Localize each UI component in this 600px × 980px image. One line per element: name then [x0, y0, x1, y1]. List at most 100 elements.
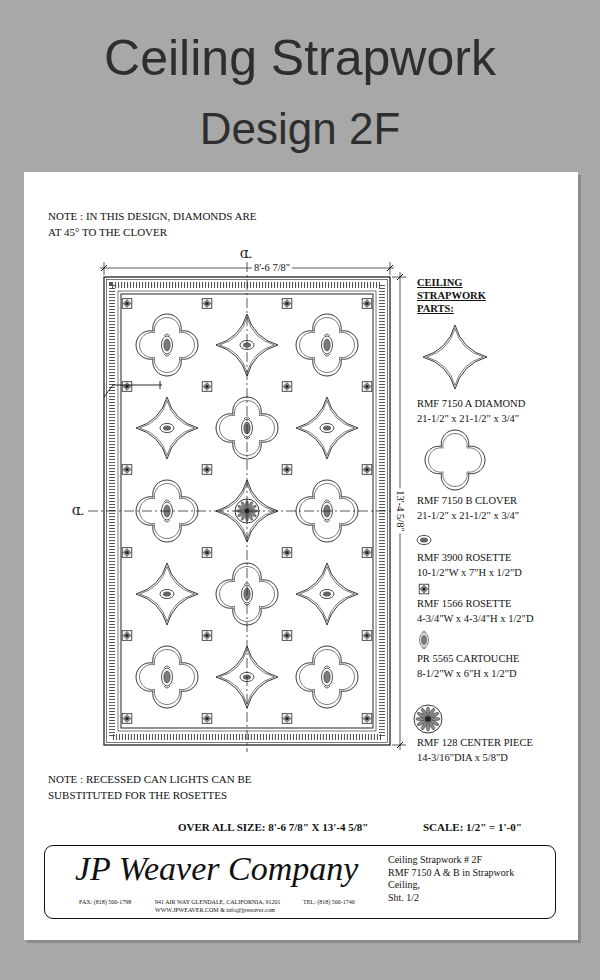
- diamond-inner-line: [140, 401, 195, 456]
- diamond-inner-line: [300, 567, 355, 622]
- rosette-dot: [422, 587, 425, 590]
- rosette-square: [362, 631, 372, 641]
- part-name: RMF 7150 B CLOVER: [417, 495, 517, 508]
- rosette-petal: [123, 714, 131, 722]
- length-dimension: 13'-4 5/8": [394, 488, 407, 533]
- rosette-rim: [320, 423, 334, 432]
- rosette-square: [362, 548, 372, 558]
- paper-sheet: [24, 172, 578, 940]
- overall-size: OVER ALL SIZE: 8'-6 7/8" X 13'-4 5/8": [178, 821, 368, 834]
- rosette-square: [122, 631, 132, 641]
- cartouche-rim: [322, 336, 333, 354]
- square-rosette: [122, 465, 132, 475]
- rosette-petal: [283, 548, 291, 556]
- square-rosette: [202, 631, 212, 641]
- rosette-center: [323, 425, 331, 430]
- rosette-center: [323, 591, 331, 596]
- rosette-dot: [205, 385, 208, 388]
- square-rosette: [362, 382, 372, 392]
- clover-panel: [296, 646, 358, 708]
- clover-inner-line: [300, 318, 355, 373]
- square-rosette: [282, 465, 292, 475]
- clover-part-icon: [425, 430, 485, 490]
- square-rosette: [282, 548, 292, 558]
- rosette-square: [362, 382, 372, 392]
- parts-heading: CEILING STRAPWORK PARTS:: [417, 276, 499, 315]
- rosette-dot: [285, 385, 288, 388]
- clover-panel: [296, 314, 358, 376]
- square-rosette: [362, 548, 372, 558]
- diamond-part-icon: [423, 325, 487, 389]
- phone-number: TEL: (818) 500-1740: [303, 899, 355, 906]
- rosette-dot: [125, 717, 128, 720]
- rosette-dot: [285, 468, 288, 471]
- rosette-petal: [123, 299, 131, 307]
- clover-inner-line: [429, 434, 482, 487]
- rosette-rim: [160, 589, 174, 598]
- cartouche-center: [324, 671, 330, 683]
- rosette-petal: [363, 382, 371, 390]
- dimension-lines: [88, 262, 406, 752]
- strapwork-field: [121, 294, 373, 728]
- sheet-description: RMF 7150 A & B in Strapwork Ceiling,: [388, 867, 548, 891]
- part-size: 21-1/2" x 21-1/2" x 3/4": [417, 413, 519, 426]
- part-name: RMF 128 CENTER PIECE: [417, 737, 533, 750]
- part-name: RMF 1566 ROSETTE: [417, 598, 512, 611]
- rosette-dot: [125, 468, 128, 471]
- rosette-petal: [363, 714, 371, 722]
- rosette-dot: [125, 551, 128, 554]
- rosette-rim: [320, 589, 334, 598]
- rosette-dot: [125, 634, 128, 637]
- rosette-dot: [285, 717, 288, 720]
- rosette-petal: [283, 299, 291, 307]
- square-rosette: [202, 382, 212, 392]
- clover-outline: [296, 314, 358, 376]
- cartouche-center: [324, 339, 330, 351]
- clover-outline: [425, 430, 485, 490]
- centerpiece-rim: [414, 705, 442, 733]
- rosette-part-icon: [417, 535, 431, 544]
- centerpiece-part-icon: [414, 705, 442, 733]
- cartouche-part-icon: [420, 631, 429, 649]
- diamond-outline: [136, 397, 198, 459]
- diamond-panel: [296, 397, 358, 459]
- part-name: RMF 3900 ROSETTE: [417, 552, 512, 565]
- rosette-dot: [365, 634, 368, 637]
- rosette-square: [282, 714, 292, 724]
- centerpiece-boss: [425, 716, 431, 722]
- rosette-petal: [283, 465, 291, 473]
- square-rosette: [202, 548, 212, 558]
- cartouche-leaf: [324, 666, 330, 688]
- rosette-petal: [203, 714, 211, 722]
- diamond-inner-line: [140, 567, 195, 622]
- clover-outline: [296, 646, 358, 708]
- fax-number: FAX: (818) 500-1798: [79, 899, 131, 906]
- square-rosette: [282, 631, 292, 641]
- diamond-outline: [296, 397, 358, 459]
- square-rosette: [282, 299, 292, 309]
- rosette-square: [122, 382, 132, 392]
- section-marker: [104, 381, 162, 397]
- rosette-rim: [160, 423, 174, 432]
- rosette-dot: [365, 385, 368, 388]
- rosette-dot: [125, 302, 128, 305]
- rosette-dot: [205, 717, 208, 720]
- diamond-panel: [296, 563, 358, 625]
- rosette-dot: [285, 302, 288, 305]
- diamond-panel: [136, 397, 198, 459]
- rosette-square: [202, 714, 212, 724]
- rosette-petal: [123, 465, 131, 473]
- part-name: RMF 7150 A DIAMOND: [417, 398, 525, 411]
- clover-inner-line: [140, 318, 195, 373]
- square-rosette: [202, 465, 212, 475]
- diamond-outline: [136, 563, 198, 625]
- square-rosette: [362, 631, 372, 641]
- rosette-square: [202, 631, 212, 641]
- rosette-dot: [205, 468, 208, 471]
- cartouche-rim: [420, 633, 429, 647]
- rosette-petal: [123, 382, 131, 390]
- centerline: [247, 262, 248, 752]
- centerline-mark: CL: [240, 246, 252, 262]
- title-block: JP Weaver CompanyFAX: (818) 500-1798941 …: [44, 845, 556, 919]
- rosette-square: [122, 299, 132, 309]
